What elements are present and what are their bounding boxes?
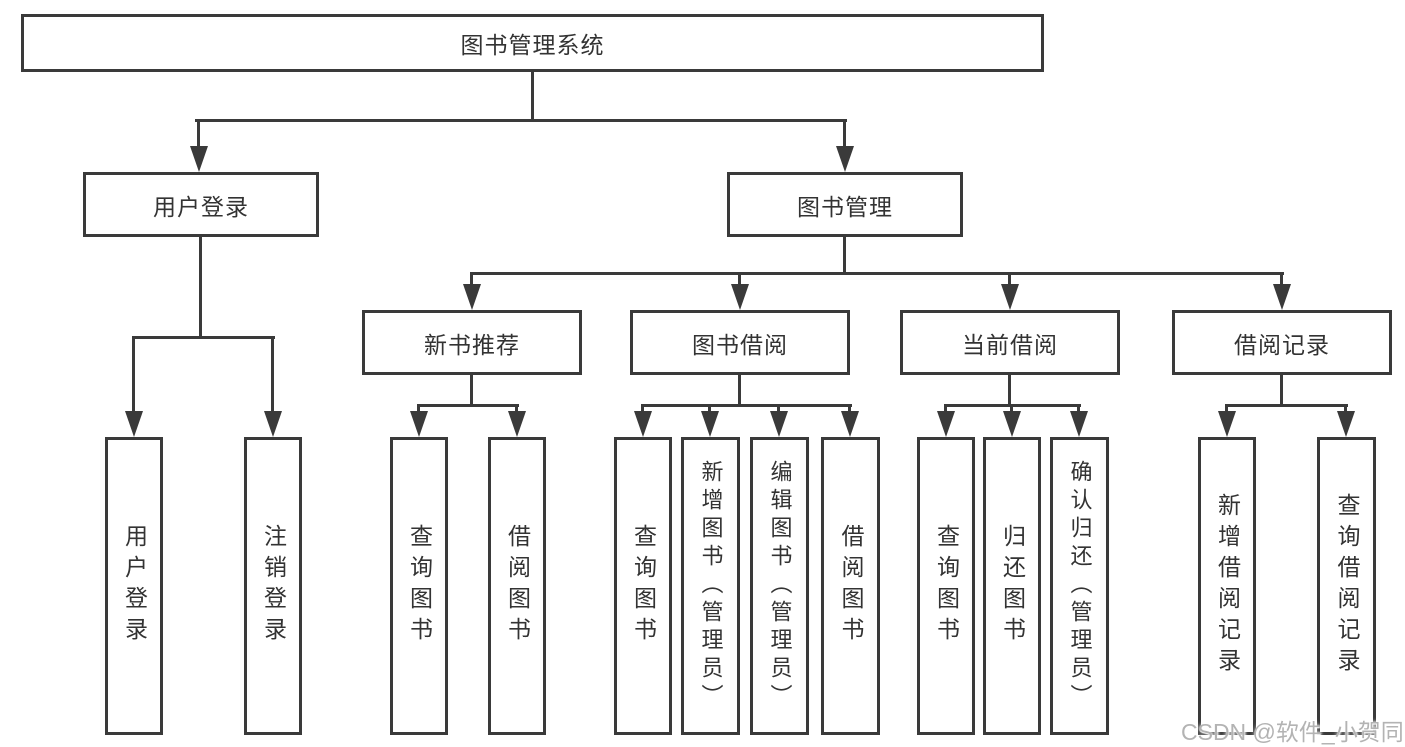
arrow-down-icon [1337,411,1355,437]
connector-current-borrow-stub [1008,375,1011,406]
connector-book-borrow-stub [738,375,741,406]
node-label: 当前借阅 [962,331,1058,358]
connector-leaf [1010,404,1013,414]
connector-leaf [944,404,947,414]
node-label: 确认归还（管理员） [1067,460,1093,712]
connector-leaf [777,404,780,414]
arrow-down-icon [1070,411,1088,437]
watermark: CSDN @软件_小贺同学 [1181,719,1405,745]
leaf-query-books-2: 查询图书 [614,437,672,735]
arrow-down-icon [1001,284,1019,310]
leaf-query-books-3: 查询图书 [917,437,975,735]
node-label: 图书借阅 [692,331,788,358]
node-label: 注销登录 [260,524,287,648]
leaf-confirm-return-admin: 确认归还（管理员） [1050,437,1109,735]
connector-borrow-records-bar [1225,404,1348,407]
connector-root-stub [531,72,534,121]
arrow-down-icon [1273,284,1291,310]
connector-new-book-stub [470,375,473,406]
leaf-logout: 注销登录 [244,437,302,735]
node-label: 用户登录 [153,193,249,220]
node-label: 图书管理 [797,193,893,220]
node-label: 图书管理系统 [460,32,605,58]
connector-book-mgmt-bar [470,272,1284,275]
leaf-query-borrow-record: 查询借阅记录 [1317,437,1376,735]
arrow-down-icon [410,411,428,437]
arrow-down-icon [836,146,854,172]
node-label: 查询图书 [630,524,657,648]
connector-to-book-mgmt [843,119,846,149]
node-label: 新增借阅记录 [1214,493,1241,679]
arrow-down-icon [634,411,652,437]
leaf-user-login: 用户登录 [105,437,163,735]
leaf-add-books-admin: 新增图书（管理员） [681,437,740,735]
connector-leaf [848,404,851,414]
arrow-down-icon [937,411,955,437]
arrow-down-icon [770,411,788,437]
connector-to-new-book [470,272,473,288]
node-label: 用户登录 [121,524,148,648]
node-label: 查询借阅记录 [1334,493,1360,679]
node-label: 新书推荐 [424,331,520,358]
connector-to-leaf-logout [271,336,274,415]
node-book-mgmt: 图书管理 [727,172,963,237]
node-borrow-records: 借阅记录 [1172,310,1392,375]
arrow-down-icon [264,411,282,437]
connector-to-user-login [197,119,200,149]
connector-leaf [515,404,518,414]
connector-user-login-stub [199,237,202,338]
connector-leaf [1225,404,1228,414]
arrow-down-icon [463,284,481,310]
connector-leaf [1077,404,1080,414]
node-label: 借阅记录 [1234,331,1330,358]
arrow-down-icon [731,284,749,310]
connector-borrow-records-stub [1280,375,1283,406]
node-label: 编辑图书（管理员） [767,460,793,712]
connector-to-borrow-records [1280,272,1283,288]
arrow-down-icon [508,411,526,437]
node-label: 新增图书（管理员） [698,460,724,712]
connector-to-book-borrow [738,272,741,288]
connector-root-bar [195,119,847,122]
leaf-add-borrow-record: 新增借阅记录 [1198,437,1256,735]
connector-leaf [417,404,420,414]
node-current-borrow: 当前借阅 [900,310,1120,375]
connector-new-book-bar [417,404,519,407]
leaf-query-books-1: 查询图书 [390,437,448,735]
connector-to-current-borrow [1008,272,1011,288]
connector-user-login-bar [132,336,275,339]
arrow-down-icon [1003,411,1021,437]
arrow-down-icon [190,146,208,172]
leaf-return-books: 归还图书 [983,437,1041,735]
node-label: 归还图书 [999,524,1026,648]
leaf-edit-books-admin: 编辑图书（管理员） [750,437,809,735]
node-label: 借阅图书 [838,524,864,648]
leaf-borrow-books-2: 借阅图书 [821,437,880,735]
arrow-down-icon [125,411,143,437]
connector-leaf [708,404,711,414]
node-user-login: 用户登录 [83,172,319,237]
connector-leaf [1344,404,1347,414]
node-label: 查询图书 [406,524,433,648]
node-new-book-rec: 新书推荐 [362,310,582,375]
node-book-borrow: 图书借阅 [630,310,850,375]
arrow-down-icon [1218,411,1236,437]
arrow-down-icon [841,411,859,437]
connector-leaf [641,404,644,414]
node-root: 图书管理系统 [21,14,1044,72]
node-label: 借阅图书 [504,524,531,648]
node-label: 查询图书 [933,524,960,648]
connector-to-leaf-login [132,336,135,415]
connector-book-borrow-bar [641,404,852,407]
arrow-down-icon [701,411,719,437]
connector-book-mgmt-stub [843,237,846,274]
leaf-borrow-books-1: 借阅图书 [488,437,546,735]
